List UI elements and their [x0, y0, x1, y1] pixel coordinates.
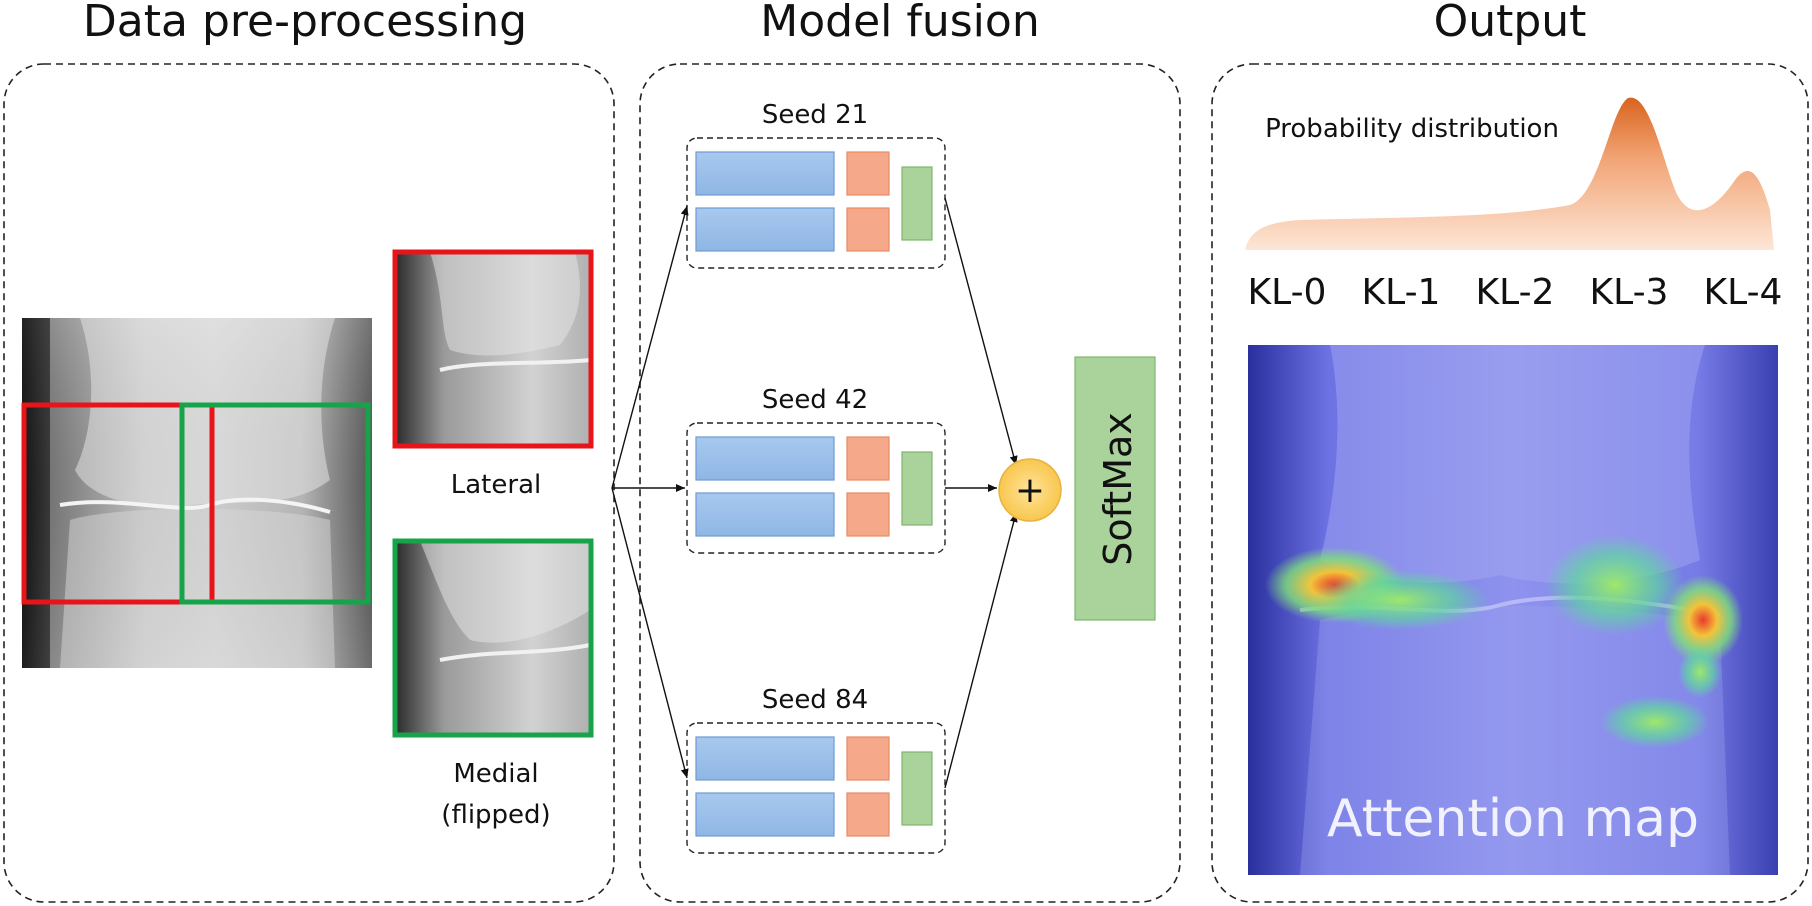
model-seed-42: Seed 42: [686, 385, 946, 554]
attention-map-label: Attention map: [1327, 789, 1699, 849]
seed-21-head: [901, 166, 933, 241]
probability-distribution-curve: [1245, 97, 1774, 250]
lateral-label: Lateral: [451, 470, 541, 500]
seed-42-block-bottom: [846, 492, 890, 537]
arrow-seed-21-to-fusion: [944, 197, 1018, 466]
seed-42-encoder-bottom: [695, 492, 835, 537]
seed-84-encoder-top: [695, 736, 835, 781]
arrow-to-seed-84: [611, 487, 689, 779]
seed-42-label: Seed 42: [762, 385, 868, 415]
probability-distribution-label: Probability distribution: [1265, 114, 1559, 144]
title-output: Output: [1434, 0, 1587, 47]
seed-42-encoder-top: [695, 436, 835, 481]
seed-21-label: Seed 21: [762, 100, 868, 130]
title-model-fusion: Model fusion: [760, 0, 1039, 47]
panel-model-fusion: [639, 63, 1181, 903]
medial-region-box: [179, 402, 371, 605]
panel-preprocessing: [3, 63, 615, 903]
medial-crop-image: [392, 538, 594, 738]
medial-flipped-label: (flipped): [441, 800, 550, 830]
seed-84-encoder-bottom: [695, 792, 835, 837]
fusion-sum-node: [998, 458, 1062, 522]
attention-map-image: [1248, 345, 1778, 875]
arrow-to-seed-21: [611, 205, 689, 489]
model-seed-21: Seed 21: [686, 100, 946, 269]
medial-label: Medial: [453, 759, 538, 789]
title-preprocessing: Data pre-processing: [83, 0, 527, 47]
kl-4-label: KL-4: [1704, 272, 1783, 313]
seed-21-block-top: [846, 151, 890, 196]
softmax-label: SoftMax: [1096, 412, 1140, 566]
seed-21-encoder-top: [695, 151, 835, 196]
fusion-plus-symbol: +: [1015, 470, 1045, 511]
softmax-block: [1074, 356, 1156, 621]
kl-3-label: KL-3: [1590, 272, 1669, 313]
kl-0-label: KL-0: [1248, 272, 1327, 313]
seed-21-encoder-bottom: [695, 207, 835, 252]
panel-output: [1211, 63, 1809, 903]
kl-1-label: KL-1: [1362, 272, 1441, 313]
model-seed-84: Seed 84: [686, 685, 946, 854]
seed-84-head: [901, 751, 933, 826]
seed-21-block-bottom: [846, 207, 890, 252]
kl-2-label: KL-2: [1476, 272, 1555, 313]
seed-84-block-top: [846, 736, 890, 781]
arrow-seed-84-to-fusion: [944, 512, 1018, 789]
seed-42-block-top: [846, 436, 890, 481]
seed-42-head: [901, 451, 933, 526]
lateral-crop-image: [392, 249, 594, 449]
lateral-region-box: [21, 402, 215, 605]
knee-xray-image: [22, 318, 372, 668]
seed-84-label: Seed 84: [762, 685, 868, 715]
seed-84-block-bottom: [846, 792, 890, 837]
kl-class-labels: KL-0 KL-1 KL-2 KL-3 KL-4: [1248, 272, 1783, 313]
